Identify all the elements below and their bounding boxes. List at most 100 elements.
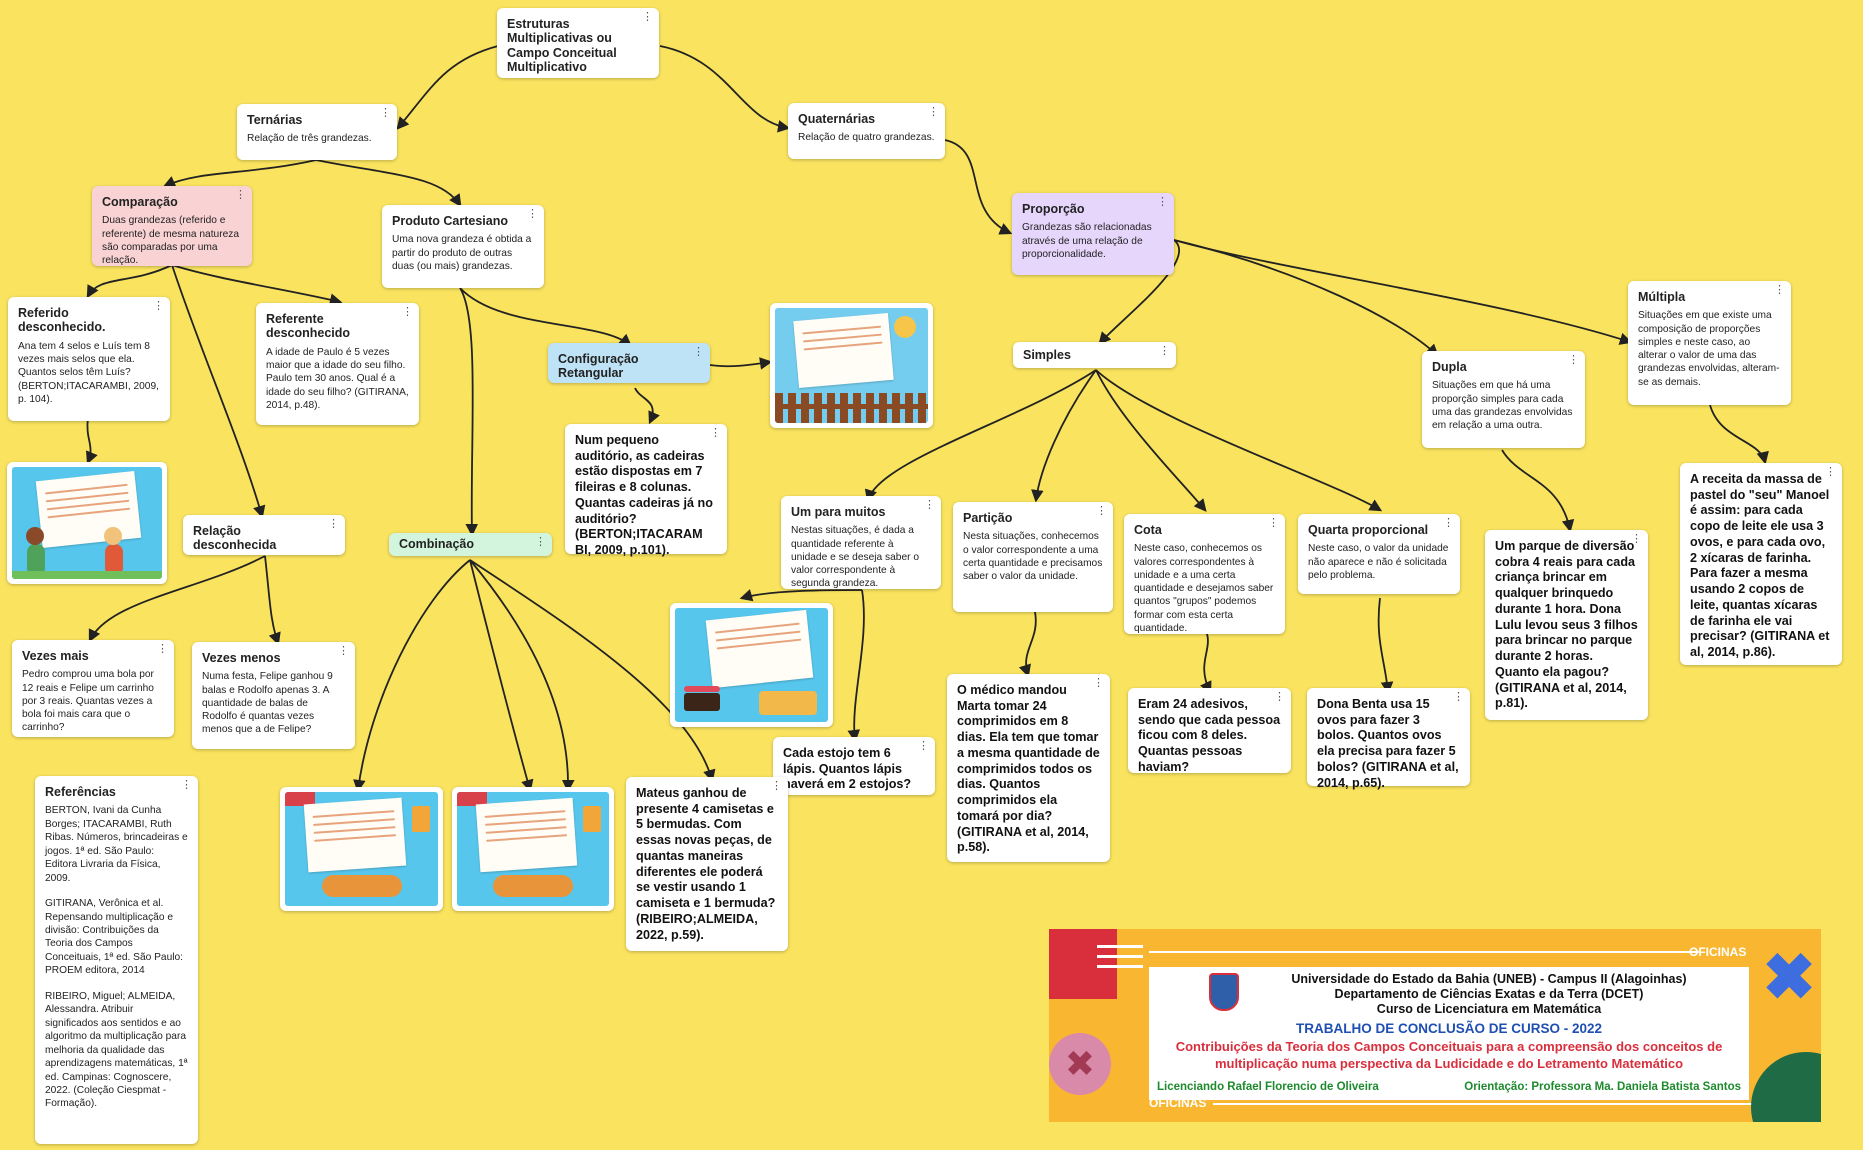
combinacao-card[interactable]: ⋮ Combinação [389, 533, 552, 556]
configuracao-title: Configuração Retangular [558, 352, 639, 381]
quarta-title: Quarta proporcional [1308, 523, 1429, 537]
illustration-card-cercado[interactable]: ⋮ [770, 303, 933, 428]
particao-card[interactable]: ⋮ Partição Nesta situações, conhecemos o… [953, 502, 1113, 612]
more-vertical-icon[interactable]: ⋮ [928, 106, 939, 118]
comparacao-text: Duas grandezas (referido e referente) de… [102, 215, 240, 267]
simples-title: Simples [1023, 348, 1071, 362]
referencias-card[interactable]: ⋮ Referências BERTON, Ivani da Cunha Bor… [35, 776, 198, 1144]
cota-card[interactable]: ⋮ Cota Neste caso, conhecemos os valores… [1124, 514, 1285, 634]
adesivos-card[interactable]: ⋮ Eram 24 adesivos, sendo que cada pesso… [1128, 688, 1291, 774]
vezesmenos-text: Numa festa, Felipe ganhou 9 balas e Rodo… [202, 671, 333, 736]
more-vertical-icon[interactable]: ⋮ [918, 740, 929, 752]
illustration-card-sellos[interactable]: ⋮ [7, 462, 167, 584]
receita-card[interactable]: ⋮ A receita da massa de pastel do "seu" … [1680, 463, 1842, 665]
um-para-muitos-card[interactable]: ⋮ Um para muitos Nestas situações, é dad… [781, 496, 941, 589]
tcc-banner: OFICINAS ✖ ✖ Universidade do Estado da B… [1049, 929, 1821, 1122]
vezesmais-title: Vezes mais [22, 649, 89, 663]
relacao-title: Relação desconhecida [193, 524, 277, 553]
close-x-icon[interactable]: ✖ [1049, 1033, 1111, 1095]
more-vertical-icon[interactable]: ⋮ [1159, 345, 1170, 357]
produto-text: Uma nova grandeza é obtida a partir do p… [392, 234, 532, 272]
umparamuitos-text: Nestas situações, é dada a quantidade re… [791, 525, 920, 590]
quaternarias-text: Relação de quatro grandezas. [798, 132, 935, 144]
illustration-card-sanduiche-1[interactable]: ⋮ [280, 787, 443, 911]
more-vertical-icon[interactable]: ⋮ [1268, 517, 1279, 529]
more-vertical-icon[interactable]: ⋮ [153, 300, 164, 312]
mateus-text: Mateus ganhou de presente 4 camisetas e … [636, 786, 776, 942]
more-vertical-icon[interactable]: ⋮ [1274, 691, 1285, 703]
illustration-card-sanduiche-2[interactable]: ⋮ [452, 787, 614, 911]
more-vertical-icon[interactable]: ⋮ [771, 780, 782, 792]
vezes-mais-card[interactable]: ⋮ Vezes mais Pedro comprou uma bola por … [12, 640, 174, 737]
arrow-line-bottom [1213, 1103, 1753, 1105]
more-vertical-icon[interactable]: ⋮ [1568, 354, 1579, 366]
medico-card[interactable]: ⋮ O médico mandou Marta tomar 24 comprim… [947, 674, 1110, 862]
banner-text-panel: Universidade do Estado da Bahia (UNEB) -… [1149, 967, 1749, 1100]
auditorio-text: Num pequeno auditório, as cadeiras estão… [575, 433, 713, 558]
vezes-menos-card[interactable]: ⋮ Vezes menos Numa festa, Felipe ganhou … [192, 642, 355, 749]
close-x-icon[interactable]: ✖ [1762, 941, 1816, 1013]
more-vertical-icon[interactable]: ⋮ [1825, 466, 1836, 478]
referido-text: Ana tem 4 selos e Luís tem 8 vezes mais … [18, 340, 159, 405]
configuracao-card[interactable]: ⋮ Configuração Retangular [548, 343, 710, 383]
sandwich-illustration [457, 792, 609, 906]
quarta-text: Neste caso, o valor da unidade não apare… [1308, 543, 1449, 581]
referencia-item: BERTON, Ivani da Cunha Borges; ITACARAMB… [45, 805, 188, 884]
auditorio-card[interactable]: ⋮ Num pequeno auditório, as cadeiras est… [565, 424, 727, 557]
dupla-title: Dupla [1432, 360, 1467, 374]
parque-card[interactable]: ⋮ Um parque de diversão cobra 4 reais pa… [1485, 530, 1648, 720]
more-vertical-icon[interactable]: ⋮ [235, 189, 246, 201]
banner-line3: Curso de Licenciatura em Matemática [1376, 1002, 1602, 1016]
particao-text: Nesta situações, conhecemos o valor corr… [963, 531, 1103, 583]
produto-cartesiano-card[interactable]: ⋮ Produto Cartesiano Uma nova grandeza é… [382, 205, 544, 288]
more-vertical-icon[interactable]: ⋮ [693, 346, 704, 358]
benta-card[interactable]: ⋮ Dona Benta usa 15 ovos para fazer 3 bo… [1307, 688, 1470, 790]
oficinas-top-label: OFICINAS [1689, 945, 1747, 959]
comparacao-card[interactable]: ⋮ Comparação Duas grandezas (referido e … [92, 186, 252, 266]
mateus-card[interactable]: ⋮ Mateus ganhou de presente 4 camisetas … [626, 777, 788, 951]
more-vertical-icon[interactable]: ⋮ [1774, 284, 1785, 296]
simples-card[interactable]: ⋮ Simples [1013, 342, 1176, 368]
referencia-item: RIBEIRO, Miguel; ALMEIDA, Alessandra. At… [45, 990, 188, 1110]
quarta-proporcional-card[interactable]: ⋮ Quarta proporcional Neste caso, o valo… [1298, 514, 1460, 594]
produto-title: Produto Cartesiano [392, 214, 508, 228]
ternarias-card[interactable]: ⋮ Ternárias Relação de três grandezas. [237, 104, 397, 160]
more-vertical-icon[interactable]: ⋮ [380, 107, 391, 119]
cota-text: Neste caso, conhecemos os valores corres… [1134, 543, 1274, 634]
referido-card[interactable]: ⋮ Referido desconhecido. Ana tem 4 selos… [8, 297, 170, 421]
more-vertical-icon[interactable]: ⋮ [642, 11, 653, 23]
more-vertical-icon[interactable]: ⋮ [328, 518, 339, 530]
menu-lines-icon [1097, 945, 1143, 969]
particao-title: Partição [963, 511, 1013, 525]
more-vertical-icon[interactable]: ⋮ [710, 427, 721, 439]
more-vertical-icon[interactable]: ⋮ [1631, 533, 1642, 545]
more-vertical-icon[interactable]: ⋮ [1093, 677, 1104, 689]
dupla-card[interactable]: ⋮ Dupla Situações em que há uma proporçã… [1422, 351, 1585, 448]
more-vertical-icon[interactable]: ⋮ [402, 306, 413, 318]
more-vertical-icon[interactable]: ⋮ [535, 536, 546, 548]
more-vertical-icon[interactable]: ⋮ [338, 645, 349, 657]
referente-card[interactable]: ⋮ Referente desconhecido A idade de Paul… [256, 303, 419, 425]
multipla-card[interactable]: ⋮ Múltipla Situações em que existe uma c… [1628, 281, 1791, 405]
illustration-card-bolo[interactable]: ⋮ [670, 603, 833, 727]
relacao-desconhecida-card[interactable]: ⋮ Relação desconhecida [183, 515, 345, 555]
more-vertical-icon[interactable]: ⋮ [1157, 196, 1168, 208]
proporcao-text: Grandezas são relacionadas através de um… [1022, 222, 1152, 260]
umparamuitos-title: Um para muitos [791, 505, 886, 519]
more-vertical-icon[interactable]: ⋮ [527, 208, 538, 220]
more-vertical-icon[interactable]: ⋮ [181, 779, 192, 791]
quaternarias-card[interactable]: ⋮ Quaternárias Relação de quatro grandez… [788, 103, 945, 159]
banner-advisor: Orientação: Professora Ma. Daniela Batis… [1464, 1081, 1741, 1093]
more-vertical-icon[interactable]: ⋮ [157, 643, 168, 655]
root-card[interactable]: ⋮ Estruturas Multiplicativas ou Campo Co… [497, 8, 659, 78]
proporcao-card[interactable]: ⋮ Proporção Grandezas são relacionadas a… [1012, 193, 1174, 275]
more-vertical-icon[interactable]: ⋮ [1443, 517, 1454, 529]
referencias-title: Referências [45, 785, 116, 799]
estojo-card[interactable]: ⋮ Cada estojo tem 6 lápis. Quantos lápis… [773, 737, 935, 795]
banner-line1: Universidade do Estado da Bahia (UNEB) -… [1291, 972, 1687, 986]
combinacao-title: Combinação [399, 537, 475, 551]
more-vertical-icon[interactable]: ⋮ [924, 499, 935, 511]
more-vertical-icon[interactable]: ⋮ [1453, 691, 1464, 703]
oficinas-bottom-label: OFICINAS [1149, 1096, 1207, 1110]
more-vertical-icon[interactable]: ⋮ [1096, 505, 1107, 517]
